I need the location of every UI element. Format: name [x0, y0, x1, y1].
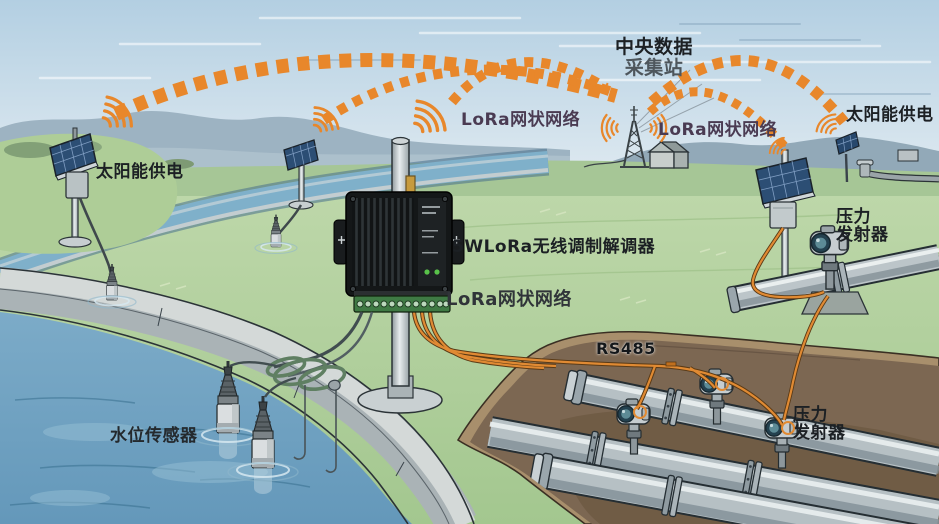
mid-solar-station: [254, 139, 319, 255]
label-solar-power-left: 太阳能供电: [96, 162, 184, 182]
lora-modem-station: [273, 136, 465, 414]
label-pressure-transmitter-surface: 压力 发射器: [836, 208, 889, 245]
label-pressure-transmitter-buried: 压力 发射器: [793, 406, 846, 443]
surface-pipe-station: [726, 149, 939, 421]
pole-base: [58, 236, 92, 248]
cable-junction: [665, 361, 677, 367]
antenna-tower-icon: [583, 106, 649, 168]
signal-arc: [646, 87, 790, 151]
cable-coil: [265, 356, 347, 391]
signal-arc: [648, 55, 849, 126]
status-led: [434, 269, 440, 275]
cable-hook: [327, 379, 341, 391]
corner-screws: [349, 195, 448, 292]
remote-solar-station: [835, 131, 939, 183]
cable-loop: [781, 421, 795, 435]
pipe-2: [487, 416, 939, 524]
label-solar-power-right: 太阳能供电: [846, 105, 934, 125]
label-pressure-buried-line2: 发射器: [793, 423, 846, 444]
solar-panel-icon: [283, 139, 319, 171]
label-pressure-buried-line1: 压力: [793, 405, 828, 425]
left-solar-station: [49, 127, 137, 309]
distant-shed: [897, 149, 919, 162]
label-water-level-sensor: 水位传感器: [110, 426, 198, 446]
label-pressure-surface-line2: 发射器: [836, 225, 889, 246]
label-pressure-surface-line1: 压力: [836, 207, 871, 227]
label-lora-mesh-center: LoRa网状网络: [461, 110, 581, 130]
junction-box: [769, 201, 797, 229]
station-building-icon: [647, 141, 690, 169]
station-pole: [298, 163, 305, 205]
pipe-riser: [856, 159, 939, 183]
sensor-feed-cables: [229, 361, 297, 398]
cable-loop: [715, 377, 729, 391]
label-rs485: RS485: [596, 339, 656, 358]
label-central-line2: 采集站: [624, 56, 684, 79]
label-central-line1: 中央数据: [614, 36, 693, 58]
water-level-sensor-2: [227, 395, 299, 494]
solar-panel-icon: [835, 131, 860, 155]
pipe-flange: [585, 430, 607, 472]
central-station: [583, 69, 715, 169]
label-central-data-station: 中央数据 采集站: [604, 37, 704, 78]
station-cables: [750, 226, 830, 421]
drop-wires: [293, 385, 337, 473]
panel-pole: [844, 153, 849, 183]
water-level-sensor-small: [87, 263, 137, 309]
water-level-sensor-small: [254, 214, 298, 255]
lora-signal-beams: [113, 53, 849, 151]
label-lora-mesh-tower: LoRa网状网络: [658, 120, 778, 140]
mounting-slots: [338, 236, 460, 244]
antenna-connector-icon: [405, 175, 416, 193]
cable-loop: [633, 405, 647, 419]
signal-arc: [321, 64, 614, 125]
device-face-panel: [418, 198, 446, 286]
pipe-flange: [661, 474, 683, 518]
label-lora-mesh-modem: LoRa网状网络: [446, 289, 572, 310]
device-print: [422, 206, 440, 254]
label-lora-modem: 5WLoRa无线调制解调器: [452, 237, 656, 257]
lora-modem-device: [345, 191, 453, 313]
rs485-cables: [411, 311, 795, 435]
signal-arc: [448, 57, 609, 106]
status-led: [424, 269, 430, 275]
junction-box: [65, 171, 89, 199]
pipe-flange: [661, 387, 683, 427]
heatsink-fins: [352, 198, 414, 286]
cloud-streaks: [38, 16, 932, 82]
grass-hatches: [159, 208, 727, 304]
terminal-screws: [356, 300, 450, 308]
